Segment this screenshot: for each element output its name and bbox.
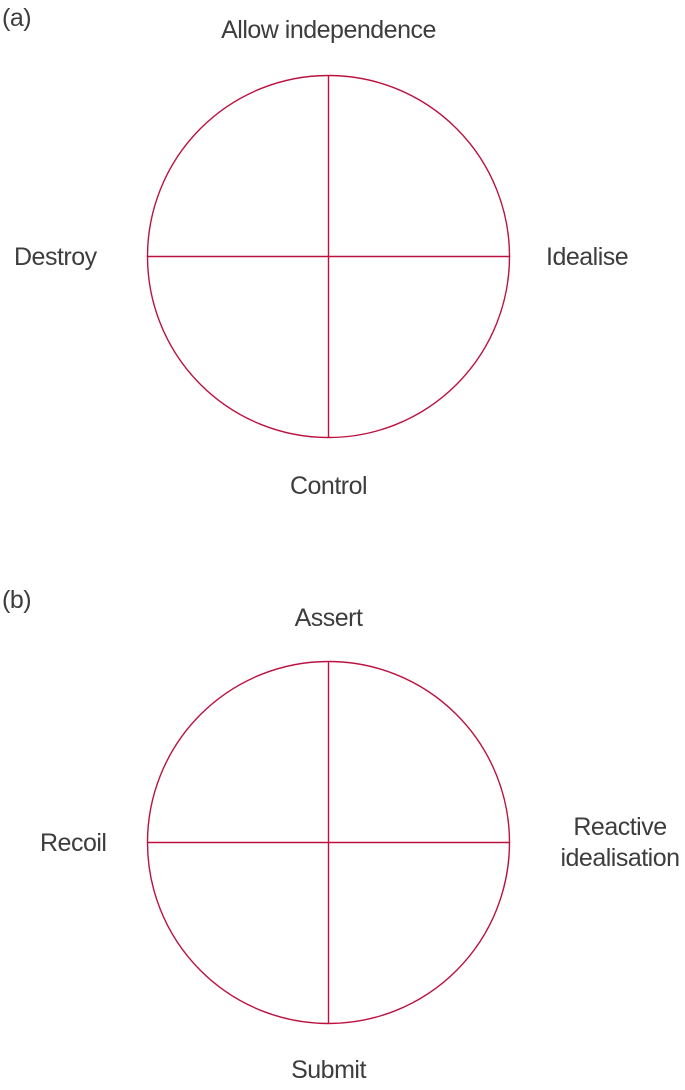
figure-b-bottom-label: Submit <box>291 1056 366 1084</box>
figure-a-circle-diagram <box>146 74 511 439</box>
figure-a-left-label: Destroy <box>14 243 97 271</box>
figure-b-left-label: Recoil <box>40 829 107 857</box>
figure-b-top-label: Assert <box>294 604 363 632</box>
figure-b-right-label: Reactive idealisation <box>560 813 680 872</box>
figure-b-circle-diagram <box>146 660 511 1025</box>
figure-a-top-label: Allow independence <box>221 16 436 44</box>
figure-a-right-label: Idealise <box>546 243 629 271</box>
panel-label-b: (b) <box>2 586 32 614</box>
panel-label-a: (a) <box>2 4 32 32</box>
figure-a-bottom-label: Control <box>289 472 368 500</box>
